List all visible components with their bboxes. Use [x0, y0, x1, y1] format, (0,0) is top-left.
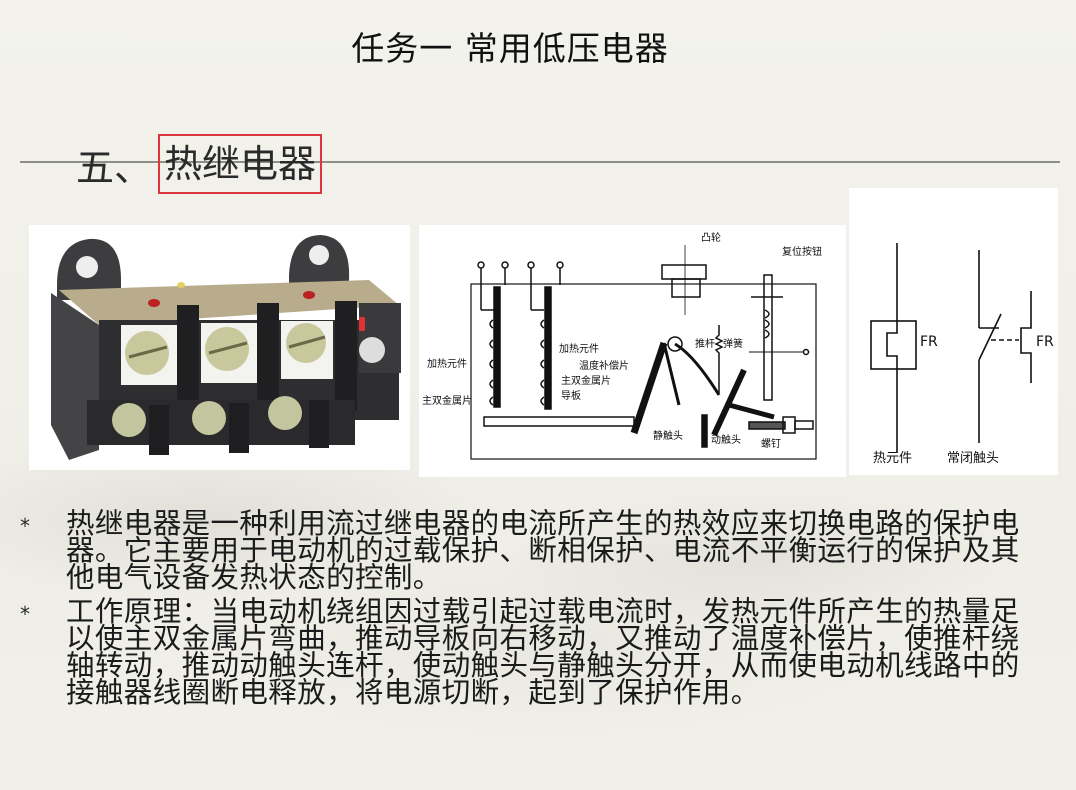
label-static-contact: 静触头	[653, 429, 683, 442]
label-main-bimetal-left: 主双金属片	[422, 394, 472, 407]
thermal-element-caption: 热元件	[873, 451, 912, 466]
label-guide-plate: 导板	[561, 389, 581, 402]
section-number: 五、	[76, 145, 153, 190]
nc-contact-caption: 常闭触头	[947, 451, 999, 466]
bullet-list: * 热继电器是一种利用流过继电器的电流所产生的热效应来切换电路的保护电器。它主要…	[20, 507, 1070, 709]
thermal-relay-photo-illustration	[51, 235, 401, 460]
section-heading: 五、 热继电器	[76, 134, 323, 194]
label-heating-element-right: 加热元件	[559, 342, 599, 355]
header-divider	[20, 161, 1060, 163]
label-temp-compensation: 温度补偿片	[579, 359, 629, 372]
thermal-fr-label: FR	[920, 334, 938, 350]
thermal-relay-structure-diagram: 凸轮 复位按钮 加热元件 主双金属片 加热元件 温度补偿片 主双金属片 导板 推…	[419, 225, 846, 477]
bullet-working-principle: * 工作原理：当电动机绕组因过载引起过载电流时，发热元件所产生的热量足以使主双金…	[20, 595, 1070, 709]
label-cam: 凸轮	[701, 231, 721, 244]
section-title-highlighted: 热继电器	[158, 134, 323, 194]
thermal-relay-photo	[29, 225, 410, 470]
contact-fr-label: FR	[1036, 334, 1054, 350]
bullet-definition: * 热继电器是一种利用流过继电器的电流所产生的热效应来切换电路的保护电器。它主要…	[20, 507, 1070, 594]
bullet-text: 热继电器是一种利用流过继电器的电流所产生的热效应来切换电路的保护电器。它主要用于…	[66, 507, 1020, 594]
label-main-bimetal-right: 主双金属片	[561, 374, 611, 387]
label-heating-element-left: 加热元件	[427, 357, 467, 370]
label-reset-button: 复位按钮	[782, 245, 822, 258]
bullet-star-icon: *	[20, 514, 31, 538]
label-spring: 弹簧	[723, 337, 743, 350]
bullet-star-icon: *	[20, 602, 31, 626]
label-screw: 螺钉	[761, 438, 781, 450]
label-push-rod: 推杆	[695, 337, 715, 350]
symbols-drawing: FR FR 热元件 常闭触头	[870, 243, 1054, 466]
structure-diagram-drawing: 凸轮 复位按钮 加热元件 主双金属片 加热元件 温度补偿片 主双金属片 导板 推…	[422, 231, 822, 460]
bullet-text: 工作原理：当电动机绕组因过载引起过载电流时，发热元件所产生的热量足以使主双金属片…	[66, 595, 1020, 709]
thermal-relay-symbols: FR FR 热元件 常闭触头	[849, 188, 1058, 475]
label-moving-contact: 动触头	[711, 433, 741, 446]
slide-title: 任务一 常用低压电器	[351, 29, 669, 68]
